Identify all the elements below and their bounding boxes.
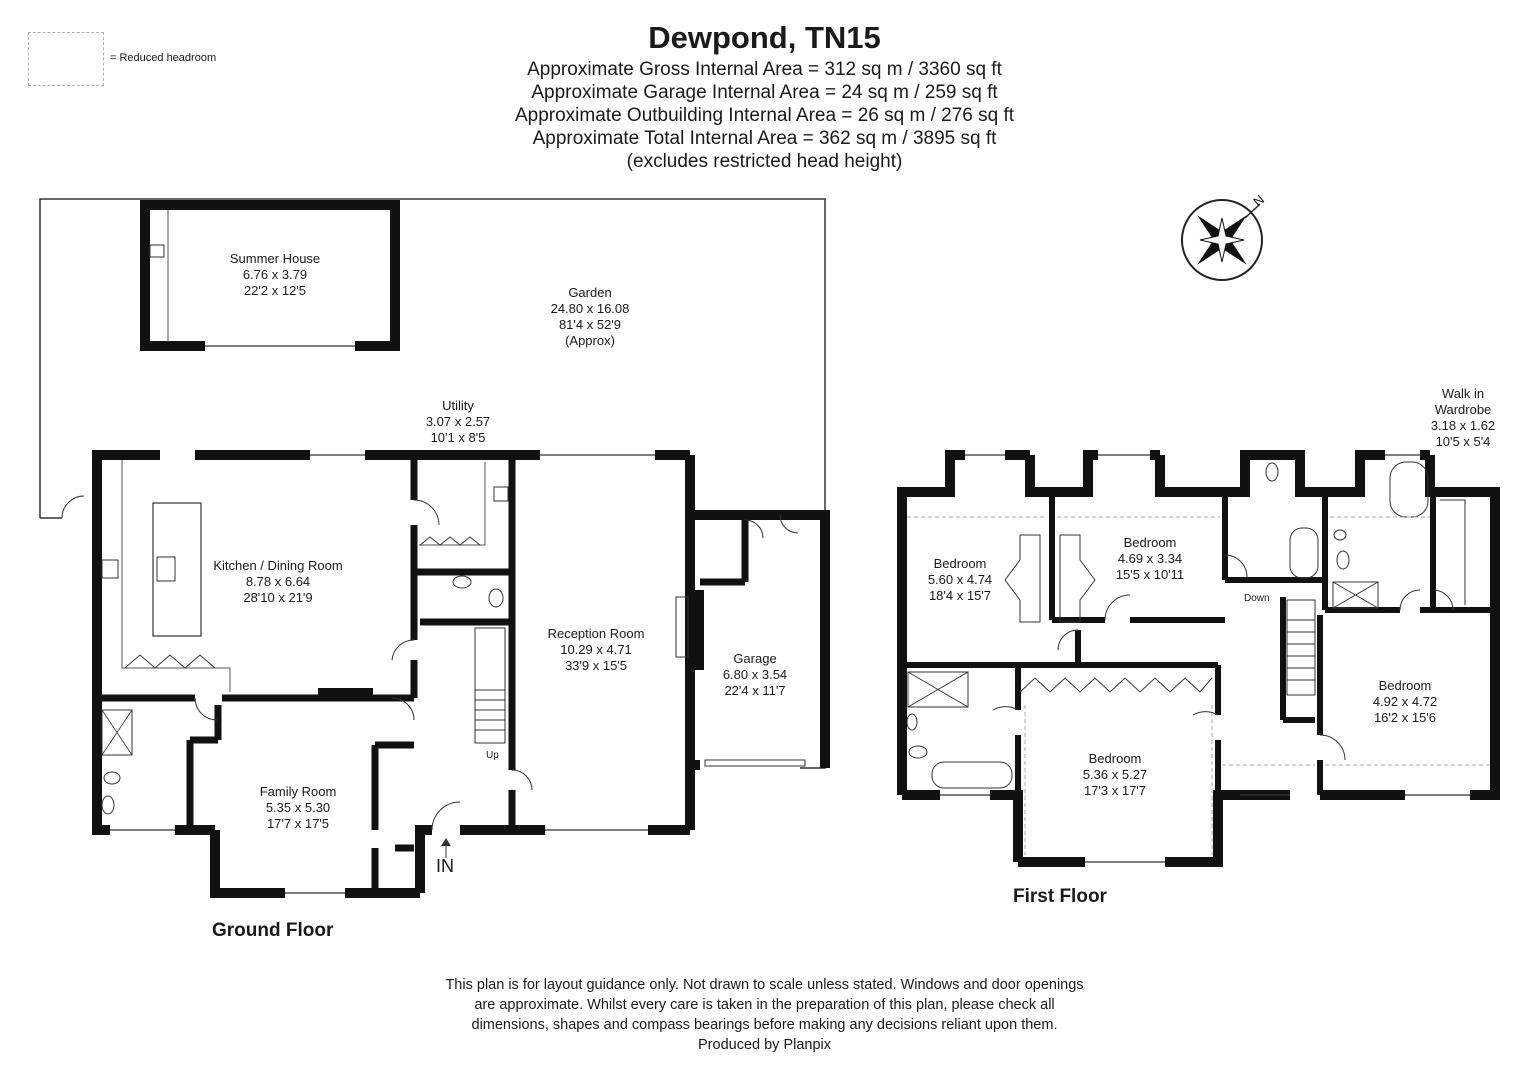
room-label-bedroom-1: Bedroom 5.60 x 4.74 18'4 x 15'7 — [927, 556, 993, 603]
room-label-reception: Reception Room 10.29 x 4.71 33'9 x 15'5 — [547, 626, 645, 673]
summer-house-walls — [140, 200, 400, 351]
ground-basin-icon — [101, 795, 115, 815]
ground-door-swings — [61, 495, 799, 831]
room-label-garden: Garden 24.80 x 16.08 81'4 x 52'9 (Approx… — [550, 285, 630, 348]
utility-sink-icon — [493, 486, 509, 502]
room-label-family: Family Room 5.35 x 5.30 17'7 x 17'5 — [259, 784, 337, 831]
outbuilding-area-line: Approximate Outbuilding Internal Area = … — [514, 105, 1015, 126]
ground-windows — [110, 345, 655, 894]
room-label-kitchen: Kitchen / Dining Room 8.78 x 6.64 28'10 … — [213, 558, 343, 605]
ground-shower-icon — [101, 709, 133, 756]
disclaimer: This plan is for layout guidance only. N… — [445, 977, 1084, 1053]
kitchen-island — [152, 502, 202, 637]
first-floor-stairs — [1286, 599, 1316, 696]
room-label-summer-house: Summer House 6.76 x 3.79 22'2 x 12'5 — [229, 251, 321, 298]
room-label-utility: Utility 3.07 x 2.57 10'1 x 8'5 — [425, 398, 491, 445]
ground-wc-icon — [103, 771, 121, 785]
reduced-headroom-legend: = Reduced headroom — [110, 52, 217, 64]
room-label-walk-in-wardrobe: Walk in Wardrobe 3.18 x 1.62 10'5 x 5'4 — [1430, 386, 1496, 449]
ground-stairs — [474, 627, 506, 744]
first-floor-door-swings — [992, 554, 1454, 761]
fireplace-hearth-icon — [675, 596, 689, 658]
total-area-line: Approximate Total Internal Area = 362 sq… — [532, 128, 997, 149]
reduced-headroom-swatch — [28, 32, 104, 86]
plan-title: Dewpond, TN15 — [648, 20, 881, 55]
first-floor-fixtures — [906, 461, 1466, 789]
chimney-breast — [690, 590, 704, 670]
compass-rose-icon — [1181, 199, 1263, 281]
first-floor-internal-walls — [907, 497, 1495, 795]
ground-floor-walls — [92, 450, 830, 898]
room-label-bedroom-3: Bedroom 4.92 x 4.72 16'2 x 15'6 — [1372, 678, 1438, 725]
cloakroom-wc-icon — [488, 588, 504, 608]
area-note-line: (excludes restricted head height) — [626, 151, 903, 172]
entrance-label: IN — [436, 856, 454, 876]
ground-floor-label: Ground Floor — [212, 920, 334, 941]
room-label-garage: Garage 6.80 x 3.54 22'4 x 11'7 — [722, 651, 788, 698]
fireplace-icon — [318, 688, 373, 697]
first-floor-wardrobes — [1004, 534, 1213, 693]
summer-house-sink-icon — [149, 244, 165, 258]
hob-icon — [156, 556, 176, 582]
stairs-up-label: Up — [486, 750, 499, 761]
garage-area-line: Approximate Garage Internal Area = 24 sq… — [531, 82, 998, 103]
kitchen-sink-icon — [101, 559, 119, 579]
gross-area-line: Approximate Gross Internal Area = 312 sq… — [527, 59, 1002, 80]
first-floor-windows — [940, 454, 1470, 863]
first-floor-label: First Floor — [1013, 886, 1107, 907]
stairs-down-label: Down — [1244, 593, 1270, 604]
garden-boundary — [39, 198, 826, 769]
reduced-headroom-lines — [907, 516, 1490, 855]
first-floor-walls — [897, 450, 1500, 867]
garage-door — [704, 759, 806, 767]
ground-floor-internal-walls — [97, 460, 749, 893]
cloakroom-basin-icon — [452, 575, 472, 589]
room-label-bedroom-2: Bedroom 4.69 x 3.34 15'5 x 10'11 — [1115, 535, 1185, 582]
room-label-bedroom-4: Bedroom 5.36 x 5.27 17'3 x 17'7 — [1082, 751, 1148, 798]
